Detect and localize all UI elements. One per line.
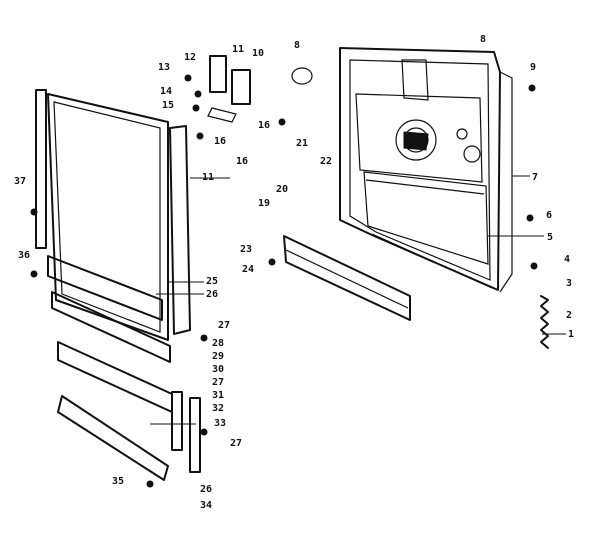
hardware-screws [30, 74, 538, 488]
callout-labels: 1 2 3 4 5 6 7 8 8 9 10 11 11 12 13 14 15… [14, 34, 574, 511]
kick-plate-bracket [283, 235, 411, 321]
side-trim-strip [169, 125, 191, 335]
callout-16b: 16 [214, 136, 226, 147]
callout-9: 9 [530, 62, 536, 73]
inner-door-panel [339, 47, 513, 293]
callout-1: 1 [568, 329, 574, 340]
leader-lines [150, 175, 566, 425]
callout-20: 20 [276, 184, 288, 195]
callout-11a: 11 [232, 44, 244, 55]
latch-assembly [207, 55, 313, 123]
callout-19: 19 [258, 198, 270, 209]
callout-6: 6 [546, 210, 552, 221]
callout-26b: 26 [200, 484, 212, 495]
callout-30: 30 [212, 364, 224, 375]
callout-22: 22 [320, 156, 332, 167]
bottom-trim-rails [47, 255, 173, 481]
callout-16c: 16 [236, 156, 248, 167]
callout-8a: 8 [480, 34, 486, 45]
callout-15: 15 [162, 100, 174, 111]
callout-24: 24 [242, 264, 254, 275]
callout-25: 25 [206, 276, 218, 287]
callout-34: 34 [200, 500, 212, 511]
callout-27c: 27 [230, 438, 242, 449]
callout-27b: 27 [212, 377, 224, 388]
callout-33: 33 [214, 418, 226, 429]
callout-26a: 26 [206, 289, 218, 300]
door-spring [540, 295, 549, 349]
callout-23: 23 [240, 244, 252, 255]
callout-35: 35 [112, 476, 124, 487]
callout-8b: 8 [294, 40, 300, 51]
callout-7: 7 [532, 172, 538, 183]
callout-32: 32 [212, 403, 224, 414]
callout-11b: 11 [202, 172, 214, 183]
callout-29: 29 [212, 351, 224, 362]
callout-3: 3 [566, 278, 572, 289]
callout-14: 14 [160, 86, 172, 97]
callout-5: 5 [547, 232, 553, 243]
callout-27a: 27 [218, 320, 230, 331]
callout-16a: 16 [258, 120, 270, 131]
callout-31: 31 [212, 390, 224, 401]
callout-12: 12 [184, 52, 196, 63]
callout-2: 2 [566, 310, 572, 321]
callout-21: 21 [296, 138, 308, 149]
callout-10: 10 [252, 48, 264, 59]
callout-13: 13 [158, 62, 170, 73]
outer-door-panel [35, 89, 169, 341]
callout-4: 4 [564, 254, 570, 265]
callout-28: 28 [212, 338, 224, 349]
callout-36: 36 [18, 250, 30, 261]
callout-37: 37 [14, 176, 26, 187]
